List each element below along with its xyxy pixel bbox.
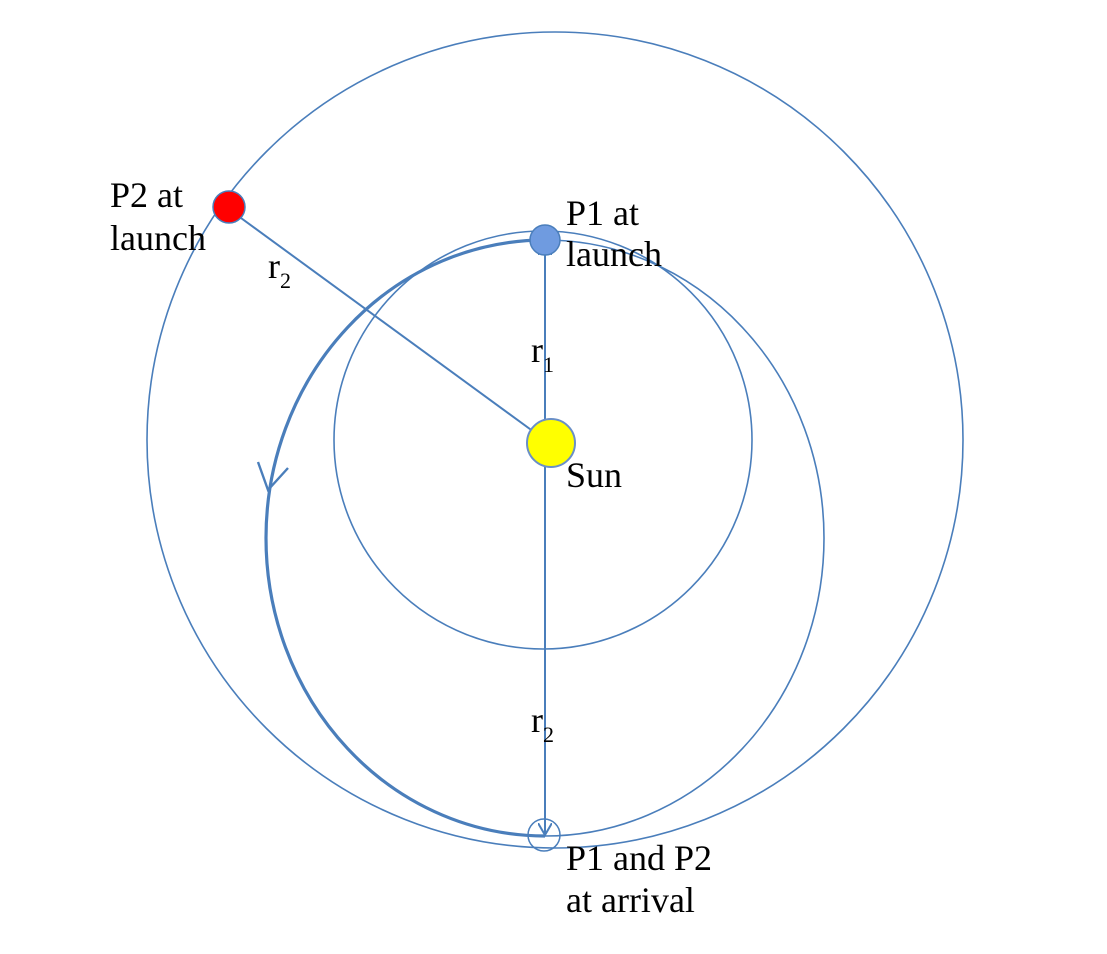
p2-body bbox=[212, 190, 246, 224]
transfer-trajectory bbox=[264, 238, 546, 838]
sun-label: Sun bbox=[566, 455, 622, 495]
direction-arrow bbox=[256, 461, 289, 493]
p1-launch-label-line2: launch bbox=[566, 234, 662, 274]
r1-label-base: r bbox=[531, 330, 543, 370]
arrival-label-line2: at arrival bbox=[566, 880, 695, 920]
outer-orbit bbox=[146, 31, 964, 849]
transfer-ellipse-right bbox=[544, 239, 825, 837]
p2-launch-label-line2: launch bbox=[110, 218, 206, 258]
p1-body bbox=[529, 224, 561, 256]
arrival-point bbox=[527, 818, 561, 852]
p1-launch-label-line1: P1 at bbox=[566, 193, 639, 233]
sun-body bbox=[526, 418, 576, 468]
r2-label-lower-subscript: 2 bbox=[543, 722, 554, 747]
arrival-label-line1: P1 and P2 bbox=[566, 838, 712, 878]
r2-label-upper-base: r bbox=[268, 246, 280, 286]
r1-label: r1 bbox=[531, 330, 554, 377]
r2-vector-to-p2 bbox=[230, 210, 546, 441]
r2-label-upper: r2 bbox=[268, 246, 291, 293]
p2-launch-label-line1: P2 at bbox=[110, 175, 183, 215]
r1-label-subscript: 1 bbox=[543, 352, 554, 377]
r2-label-lower: r2 bbox=[531, 700, 554, 747]
r2-label-upper-subscript: 2 bbox=[280, 268, 291, 293]
r2-label-lower-base: r bbox=[531, 700, 543, 740]
